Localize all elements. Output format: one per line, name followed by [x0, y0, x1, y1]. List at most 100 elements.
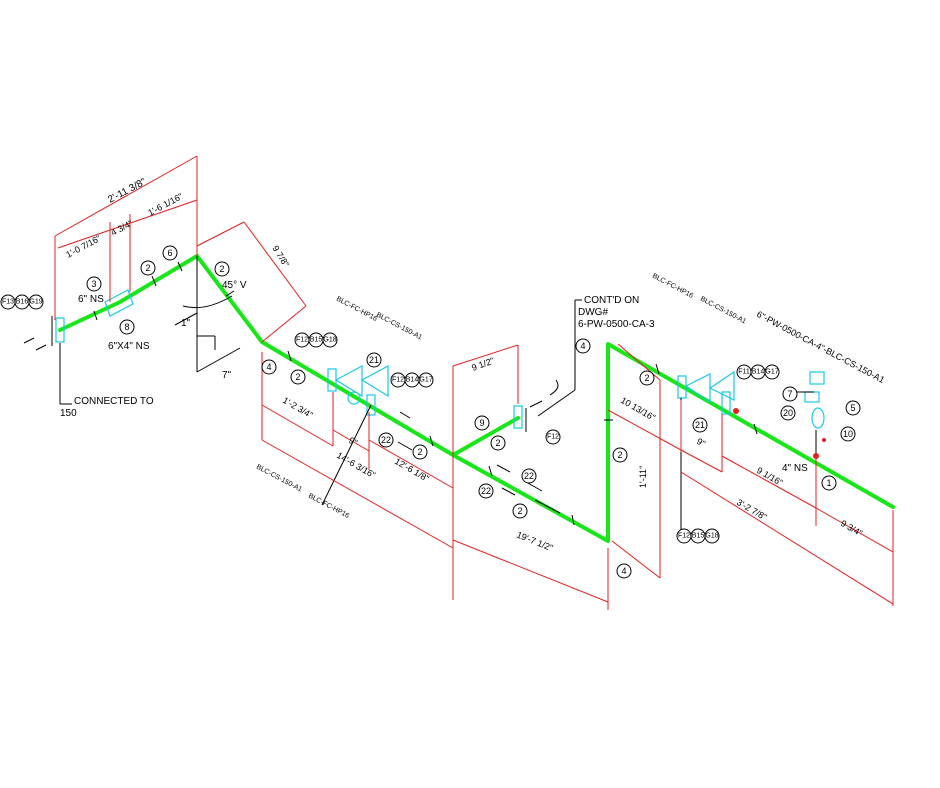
- bubble: G19: [28, 294, 44, 310]
- bubble: G18: [322, 332, 338, 348]
- svg-text:F12: F12: [678, 533, 690, 540]
- dim-19-7-1-2: 19'-7 1/2": [515, 530, 554, 553]
- dim-1: 1": [181, 318, 191, 329]
- bubble: 2: [214, 261, 230, 277]
- svg-text:F11: F11: [738, 369, 750, 376]
- bubble: B14: [750, 364, 766, 380]
- svg-text:10: 10: [843, 429, 853, 439]
- bubble: 4: [575, 338, 591, 354]
- bubble: 2: [412, 444, 428, 460]
- dim-3-2-7-8: 3'-2 7/8": [735, 497, 769, 522]
- valve-2: [677, 370, 739, 415]
- label-4in-ns: 4" NS: [782, 463, 808, 474]
- svg-text:F12: F12: [547, 434, 559, 441]
- bubble: 21: [692, 417, 708, 433]
- bubble: 2: [290, 369, 306, 385]
- svg-text:2: 2: [417, 447, 422, 457]
- svg-text:2: 2: [495, 438, 500, 448]
- svg-text:2: 2: [219, 264, 224, 274]
- svg-text:F13: F13: [2, 299, 14, 306]
- svg-text:3: 3: [91, 279, 96, 289]
- svg-text:4: 4: [266, 362, 271, 372]
- pipe-branch: [451, 416, 520, 457]
- svg-text:4: 4: [621, 566, 626, 576]
- annotation-labels: 6" NS 6"X4" NS 4" NS 45° V CONNECTED TO …: [60, 273, 886, 520]
- label-angle: 45° V: [222, 280, 247, 291]
- valve-1: [327, 364, 389, 416]
- svg-text:2: 2: [295, 372, 300, 382]
- construction-lines: [59, 256, 814, 532]
- bubble: 7: [782, 386, 798, 402]
- svg-text:G19: G19: [29, 299, 42, 306]
- svg-text:2: 2: [617, 450, 622, 460]
- bubble: 5: [845, 400, 861, 416]
- svg-text:1: 1: [826, 478, 831, 488]
- svg-text:5: 5: [850, 403, 855, 413]
- bubble: B14: [404, 372, 420, 388]
- dim-9-7-8: 9 7/8": [270, 244, 291, 269]
- bubble: G18: [704, 528, 720, 544]
- label-connected-line1: CONNECTED TO: [74, 396, 154, 407]
- dimension-lines: [54, 155, 894, 610]
- svg-text:2: 2: [517, 506, 522, 516]
- dim-1-11: 1'-11": [638, 466, 648, 488]
- svg-text:8: 8: [124, 322, 129, 332]
- bubble: F12: [390, 372, 406, 388]
- svg-text:20: 20: [783, 408, 793, 418]
- bubble: F12: [545, 429, 561, 445]
- svg-text:22: 22: [381, 435, 391, 445]
- dim-9-1-2: 9 1/2": [470, 356, 495, 373]
- svg-text:B14: B14: [752, 369, 765, 376]
- svg-text:G17: G17: [419, 377, 432, 384]
- bubble: F12: [676, 528, 692, 544]
- bubble: 4: [616, 563, 632, 579]
- reducer-fitting: [104, 289, 134, 317]
- bubble: G17: [764, 364, 780, 380]
- label-spec-3: BLC-CS-150-A1: [255, 464, 303, 494]
- dim-9-3-4: 9 3/4": [839, 518, 864, 538]
- bubble: 10: [840, 426, 856, 442]
- bubble: 4: [261, 359, 277, 375]
- bubble: 2: [612, 447, 628, 463]
- svg-text:2: 2: [145, 263, 150, 273]
- bubble: F12: [294, 332, 310, 348]
- bubble: 22: [478, 483, 494, 499]
- dim-4-3-4: 4 3/4": [109, 218, 134, 238]
- label-connected-line2: 150: [60, 408, 77, 419]
- svg-text:7: 7: [787, 389, 792, 399]
- bubble: B15: [308, 332, 324, 348]
- svg-text:G18: G18: [323, 337, 336, 344]
- svg-text:4: 4: [580, 341, 585, 351]
- dim-7: 7": [222, 370, 232, 381]
- label-spec-2: BLC-CS-150-A1: [375, 312, 423, 342]
- dim-1-6-1-16: 1'-6 1/16": [146, 191, 184, 218]
- bubble: F13: [0, 294, 16, 310]
- svg-text:22: 22: [481, 486, 491, 496]
- bubble: B15: [690, 528, 706, 544]
- label-spec-1: BLC-FC-HP16: [335, 296, 378, 323]
- pipe-ticks: [93, 261, 758, 526]
- dim-12-6-1-8: 12'-6 1/8": [393, 456, 431, 484]
- callout-bubbles: F13 B16 G19 3 2 8 6 2 4 2 F12 B15 G18 21…: [0, 245, 861, 579]
- svg-text:B15: B15: [692, 533, 705, 540]
- label-contd-line2: DWG#: [578, 307, 608, 318]
- label-spec-6: BLC-CS-150-A1: [699, 296, 747, 326]
- svg-text:G17: G17: [765, 369, 778, 376]
- bubble: F11: [736, 364, 752, 380]
- pipe-run-main: [58, 254, 895, 543]
- bubble: 2: [512, 503, 528, 519]
- bubble: 22: [378, 432, 394, 448]
- svg-text:22: 22: [524, 471, 534, 481]
- svg-text:6: 6: [167, 248, 172, 258]
- svg-text:9: 9: [479, 418, 484, 428]
- bubble: 20: [780, 405, 796, 421]
- label-spec-4: BLC-FC-HP16: [307, 493, 350, 520]
- bubble: 6: [162, 245, 178, 261]
- bubble: 2: [639, 370, 655, 386]
- label-spec-5: BLC-FC-HP16: [651, 273, 694, 300]
- bubble: 2: [140, 260, 156, 276]
- svg-text:B16: B16: [16, 299, 29, 306]
- svg-text:21: 21: [695, 420, 705, 430]
- label-contd-line3: 6-PW-0500-CA-3: [578, 319, 655, 330]
